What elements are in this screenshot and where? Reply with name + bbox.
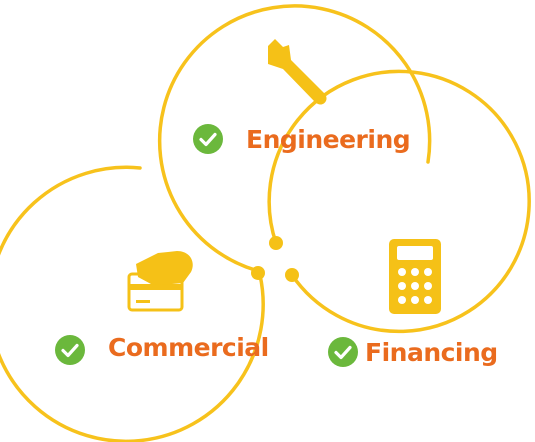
commercial-circle xyxy=(0,165,265,442)
financing-circle xyxy=(267,69,531,334)
junction-dot-top xyxy=(269,236,283,250)
checkmark-icon xyxy=(193,124,223,154)
checkmark-icon xyxy=(328,337,358,367)
junction-dot-left xyxy=(251,266,265,280)
commercial-label: Commercial xyxy=(108,333,269,362)
financing-label: Financing xyxy=(365,338,498,367)
engineering-label: Engineering xyxy=(246,125,411,154)
wrench-icon xyxy=(268,39,327,105)
checkmark-icon xyxy=(55,335,85,365)
junction-dot-right xyxy=(285,268,299,282)
engineering-circle xyxy=(157,4,432,272)
calculator-icon xyxy=(389,239,441,314)
credit-card-hand-icon xyxy=(127,251,193,312)
